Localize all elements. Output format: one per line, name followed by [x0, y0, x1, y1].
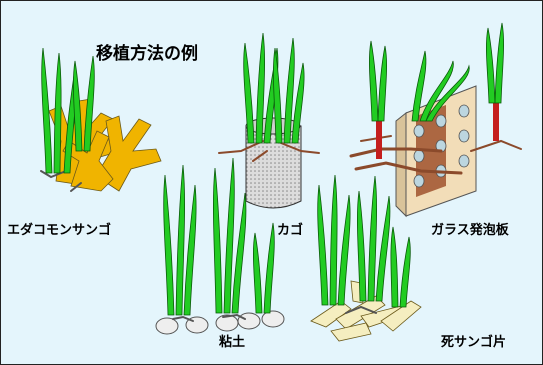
- label-glass-foam-board: ガラス発泡板: [431, 219, 509, 238]
- seagrass-blade: [164, 175, 174, 315]
- label-edakomon-coral: エダコモンサンゴ: [7, 219, 111, 238]
- label-dead-coral-fragment: 死サンゴ片: [441, 331, 506, 350]
- seagrass-blade: [495, 23, 504, 103]
- clay-ball: [156, 318, 178, 334]
- edakomon-coral-illustration: [41, 48, 161, 191]
- board-hole: [414, 175, 424, 187]
- glass-foam-board-illustration: [351, 23, 521, 216]
- seagrass-blade: [368, 176, 377, 301]
- seagrass-blade: [486, 28, 495, 103]
- seagrass-blade: [184, 185, 196, 315]
- cage-rim: [246, 118, 300, 134]
- rhizome: [376, 119, 382, 159]
- seagrass-blade: [378, 46, 387, 121]
- board-hole: [459, 130, 469, 142]
- seagrass-blade: [330, 175, 337, 305]
- seagrass-blade: [338, 195, 350, 305]
- board-hole: [436, 115, 446, 127]
- seagrass-blade: [54, 53, 61, 173]
- seagrass-blade: [224, 158, 234, 313]
- seagrass-blade: [369, 41, 378, 121]
- seagrass-blade: [253, 233, 262, 313]
- root: [173, 317, 193, 321]
- figure-title: 移植方法の例: [96, 39, 198, 64]
- seagrass-blade: [376, 196, 390, 301]
- seagrass-blade: [244, 43, 254, 143]
- root: [471, 141, 521, 151]
- seagrass-blade: [176, 165, 185, 315]
- board-hole: [414, 125, 424, 137]
- seagrass-blade: [318, 185, 328, 305]
- board-hole: [459, 105, 469, 117]
- seagrass-blade: [213, 168, 222, 313]
- seagrass-blade: [264, 223, 274, 313]
- seagrass-blade: [391, 227, 398, 307]
- label-clay: 粘土: [219, 331, 245, 350]
- seagrass-blade: [400, 237, 410, 307]
- clay-ball: [238, 313, 260, 329]
- rhizome: [493, 101, 499, 141]
- label-cage: カゴ: [277, 219, 303, 238]
- board-hole: [414, 150, 424, 162]
- board-hole: [459, 155, 469, 167]
